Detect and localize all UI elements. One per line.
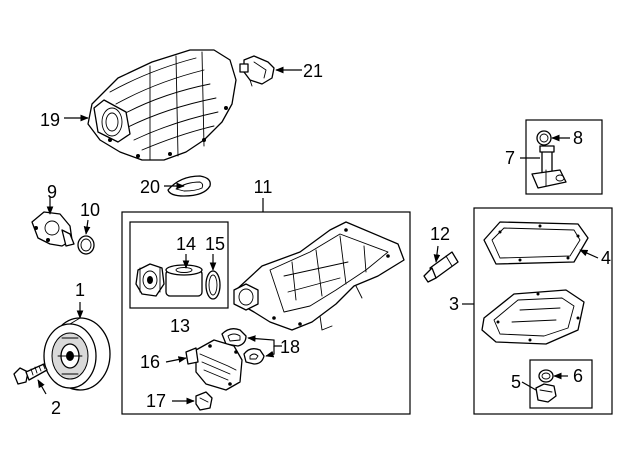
o-ring-8-part xyxy=(536,130,552,146)
o-ring-10-part xyxy=(77,235,95,255)
o-ring-15-part xyxy=(205,270,221,300)
callout-16: 16 xyxy=(140,352,160,372)
oil-pan-upper-part xyxy=(233,221,405,331)
callout-20: 20 xyxy=(140,177,160,197)
box-5 xyxy=(529,359,593,409)
callout-21: 21 xyxy=(303,61,323,81)
intake-manifold-part xyxy=(87,49,237,161)
callout-10: 10 xyxy=(80,200,100,220)
callout-8: 8 xyxy=(573,128,583,148)
sealant-tube-part xyxy=(423,251,459,283)
callout-6: 6 xyxy=(573,366,583,386)
oil-cooler-16-part xyxy=(185,339,243,391)
oil-filter-part xyxy=(135,263,203,297)
drain-washer-6-part xyxy=(538,369,554,383)
drain-plug-5-part xyxy=(535,383,557,403)
callout-numbers: 9 10 1 2 19 21 20 11 14 15 13 18 16 17 1… xyxy=(40,61,611,418)
callout-11: 11 xyxy=(254,177,273,197)
callout-14: 14 xyxy=(176,234,196,254)
box-3 xyxy=(473,207,613,415)
box-11 xyxy=(121,211,411,415)
callout-4: 4 xyxy=(601,248,611,268)
callout-19: 19 xyxy=(40,110,60,130)
sensor-21-part xyxy=(239,55,275,87)
oil-pan-gasket-part xyxy=(483,221,589,265)
leader-lines xyxy=(37,66,599,405)
plug-17-part xyxy=(195,391,213,411)
oil-level-sensor-part xyxy=(531,145,567,189)
box-7 xyxy=(525,119,603,195)
callout-12: 12 xyxy=(430,224,450,244)
callout-15: 15 xyxy=(205,234,225,254)
callout-9: 9 xyxy=(47,182,57,202)
callout-2: 2 xyxy=(51,398,61,418)
box-13 xyxy=(129,221,229,309)
crankshaft-pulley-part xyxy=(43,317,111,391)
lower-oil-pan-part xyxy=(481,289,585,345)
gaskets-18-part xyxy=(221,328,265,365)
gasket-20-part xyxy=(167,175,211,197)
callout-17: 17 xyxy=(146,391,166,411)
callout-13: 13 xyxy=(170,316,190,336)
callout-18: 18 xyxy=(280,337,300,357)
callout-7: 7 xyxy=(505,148,515,168)
bolt-2-part xyxy=(13,363,48,385)
thermostat-housing-part xyxy=(31,211,75,247)
callout-3: 3 xyxy=(449,294,459,314)
callout-5: 5 xyxy=(511,372,521,392)
callout-1: 1 xyxy=(75,280,85,300)
